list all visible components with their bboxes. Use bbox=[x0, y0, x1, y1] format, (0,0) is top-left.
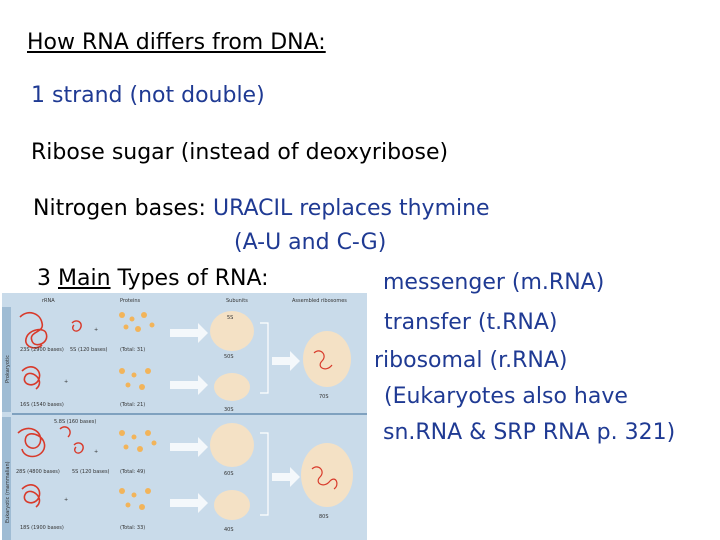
type-item: sn.RNA & SRP RNA p. 321) bbox=[383, 420, 676, 445]
side-label-prokaryotic: Prokaryotic bbox=[5, 355, 11, 383]
plus-sign: + bbox=[64, 497, 68, 503]
point-strand: 1 strand (not double) bbox=[31, 83, 265, 108]
types-heading: 3 Main Types of RNA: bbox=[37, 266, 269, 292]
types-suffix: Types of RNA: bbox=[117, 266, 269, 291]
ribosome-label: 70S bbox=[319, 394, 329, 400]
arrow-icon bbox=[170, 375, 208, 395]
subunit-small bbox=[214, 373, 250, 401]
bases-value: URACIL replaces thymine bbox=[212, 196, 490, 221]
plus-sign: + bbox=[94, 327, 98, 333]
rna-label: 18S (1900 bases) bbox=[20, 525, 64, 531]
total-label: (Total: 21) bbox=[120, 402, 145, 408]
arrow-icon bbox=[170, 493, 208, 513]
arrow-icon bbox=[272, 351, 300, 371]
rrna-squiggle bbox=[19, 311, 48, 349]
header-rrna: rRNA bbox=[42, 298, 55, 304]
page-title: How RNA differs from DNA: bbox=[27, 30, 326, 55]
bases-label: Nitrogen bases: bbox=[33, 196, 206, 221]
types-prefix: 3 bbox=[37, 266, 51, 291]
type-item: transfer (t.RNA) bbox=[384, 310, 558, 335]
side-label-eukaryotic: Eukaryotic (mammalian) bbox=[5, 461, 11, 523]
side-bar-eukaryotic bbox=[2, 417, 11, 540]
rrna-squiggle bbox=[59, 426, 71, 438]
subunit-label: 40S bbox=[224, 527, 234, 533]
arrow-icon bbox=[272, 467, 300, 487]
subunit-label: 30S bbox=[224, 407, 234, 413]
type-item: (Eukaryotes also have bbox=[384, 384, 628, 409]
ribosome-label: 80S bbox=[319, 514, 329, 520]
subunit-label: 60S bbox=[224, 471, 234, 477]
header-proteins: Proteins bbox=[120, 298, 141, 304]
rrna-squiggle bbox=[17, 427, 46, 458]
rrna-squiggle bbox=[21, 484, 41, 508]
protein-dots bbox=[119, 312, 155, 332]
ribosome-diagram: rRNA Proteins Subunits Assembled ribosom… bbox=[2, 298, 367, 540]
point-pairs: (A-U and C-G) bbox=[234, 230, 387, 255]
rna-label: 23S (2900 bases) bbox=[20, 347, 64, 353]
assembled-ribosome bbox=[301, 443, 353, 507]
subunit-large bbox=[210, 311, 254, 351]
types-main: Main bbox=[58, 266, 111, 291]
protein-dots bbox=[119, 368, 151, 390]
rrna-squiggle bbox=[21, 366, 41, 390]
total-label: (Total: 33) bbox=[120, 525, 145, 531]
subunit-large bbox=[210, 423, 254, 467]
point-bases: Nitrogen bases: URACIL replaces thymine bbox=[33, 196, 490, 222]
rna-label: 16S (1540 bases) bbox=[20, 402, 64, 408]
header-assembled: Assembled ribosomes bbox=[292, 298, 347, 304]
subunit-label: 5S bbox=[227, 315, 233, 321]
rrna-squiggle bbox=[73, 442, 84, 454]
rrna-squiggle bbox=[311, 466, 338, 490]
arrow-icon bbox=[170, 323, 208, 343]
rna-label: 5S (120 bases) bbox=[72, 469, 110, 475]
side-bar-prokaryotic bbox=[2, 307, 11, 412]
bracket bbox=[260, 322, 269, 394]
point-sugar: Ribose sugar (instead of deoxyribose) bbox=[31, 140, 449, 165]
plus-sign: + bbox=[94, 449, 98, 455]
subunit-small bbox=[214, 490, 250, 520]
assembled-ribosome bbox=[303, 331, 351, 387]
protein-dots bbox=[119, 488, 151, 510]
type-item: ribosomal (r.RNA) bbox=[374, 348, 568, 373]
total-label: (Total: 31) bbox=[120, 347, 145, 353]
subunit-label: 50S bbox=[224, 354, 234, 360]
protein-dots bbox=[119, 430, 157, 452]
header-subunits: Subunits bbox=[226, 298, 248, 304]
total-label: (Total: 49) bbox=[120, 469, 145, 475]
rna-label: 5.8S (160 bases) bbox=[54, 419, 96, 425]
rna-label: 28S (4800 bases) bbox=[16, 469, 60, 475]
type-item: messenger (m.RNA) bbox=[383, 270, 605, 295]
arrow-icon bbox=[170, 437, 208, 457]
plus-sign: + bbox=[64, 379, 68, 385]
ribosome-figure: rRNA Proteins Subunits Assembled ribosom… bbox=[2, 293, 367, 540]
bracket bbox=[260, 432, 269, 516]
rrna-squiggle bbox=[313, 350, 333, 370]
rna-label: 5S (120 bases) bbox=[70, 347, 108, 353]
rrna-squiggle bbox=[71, 320, 82, 332]
